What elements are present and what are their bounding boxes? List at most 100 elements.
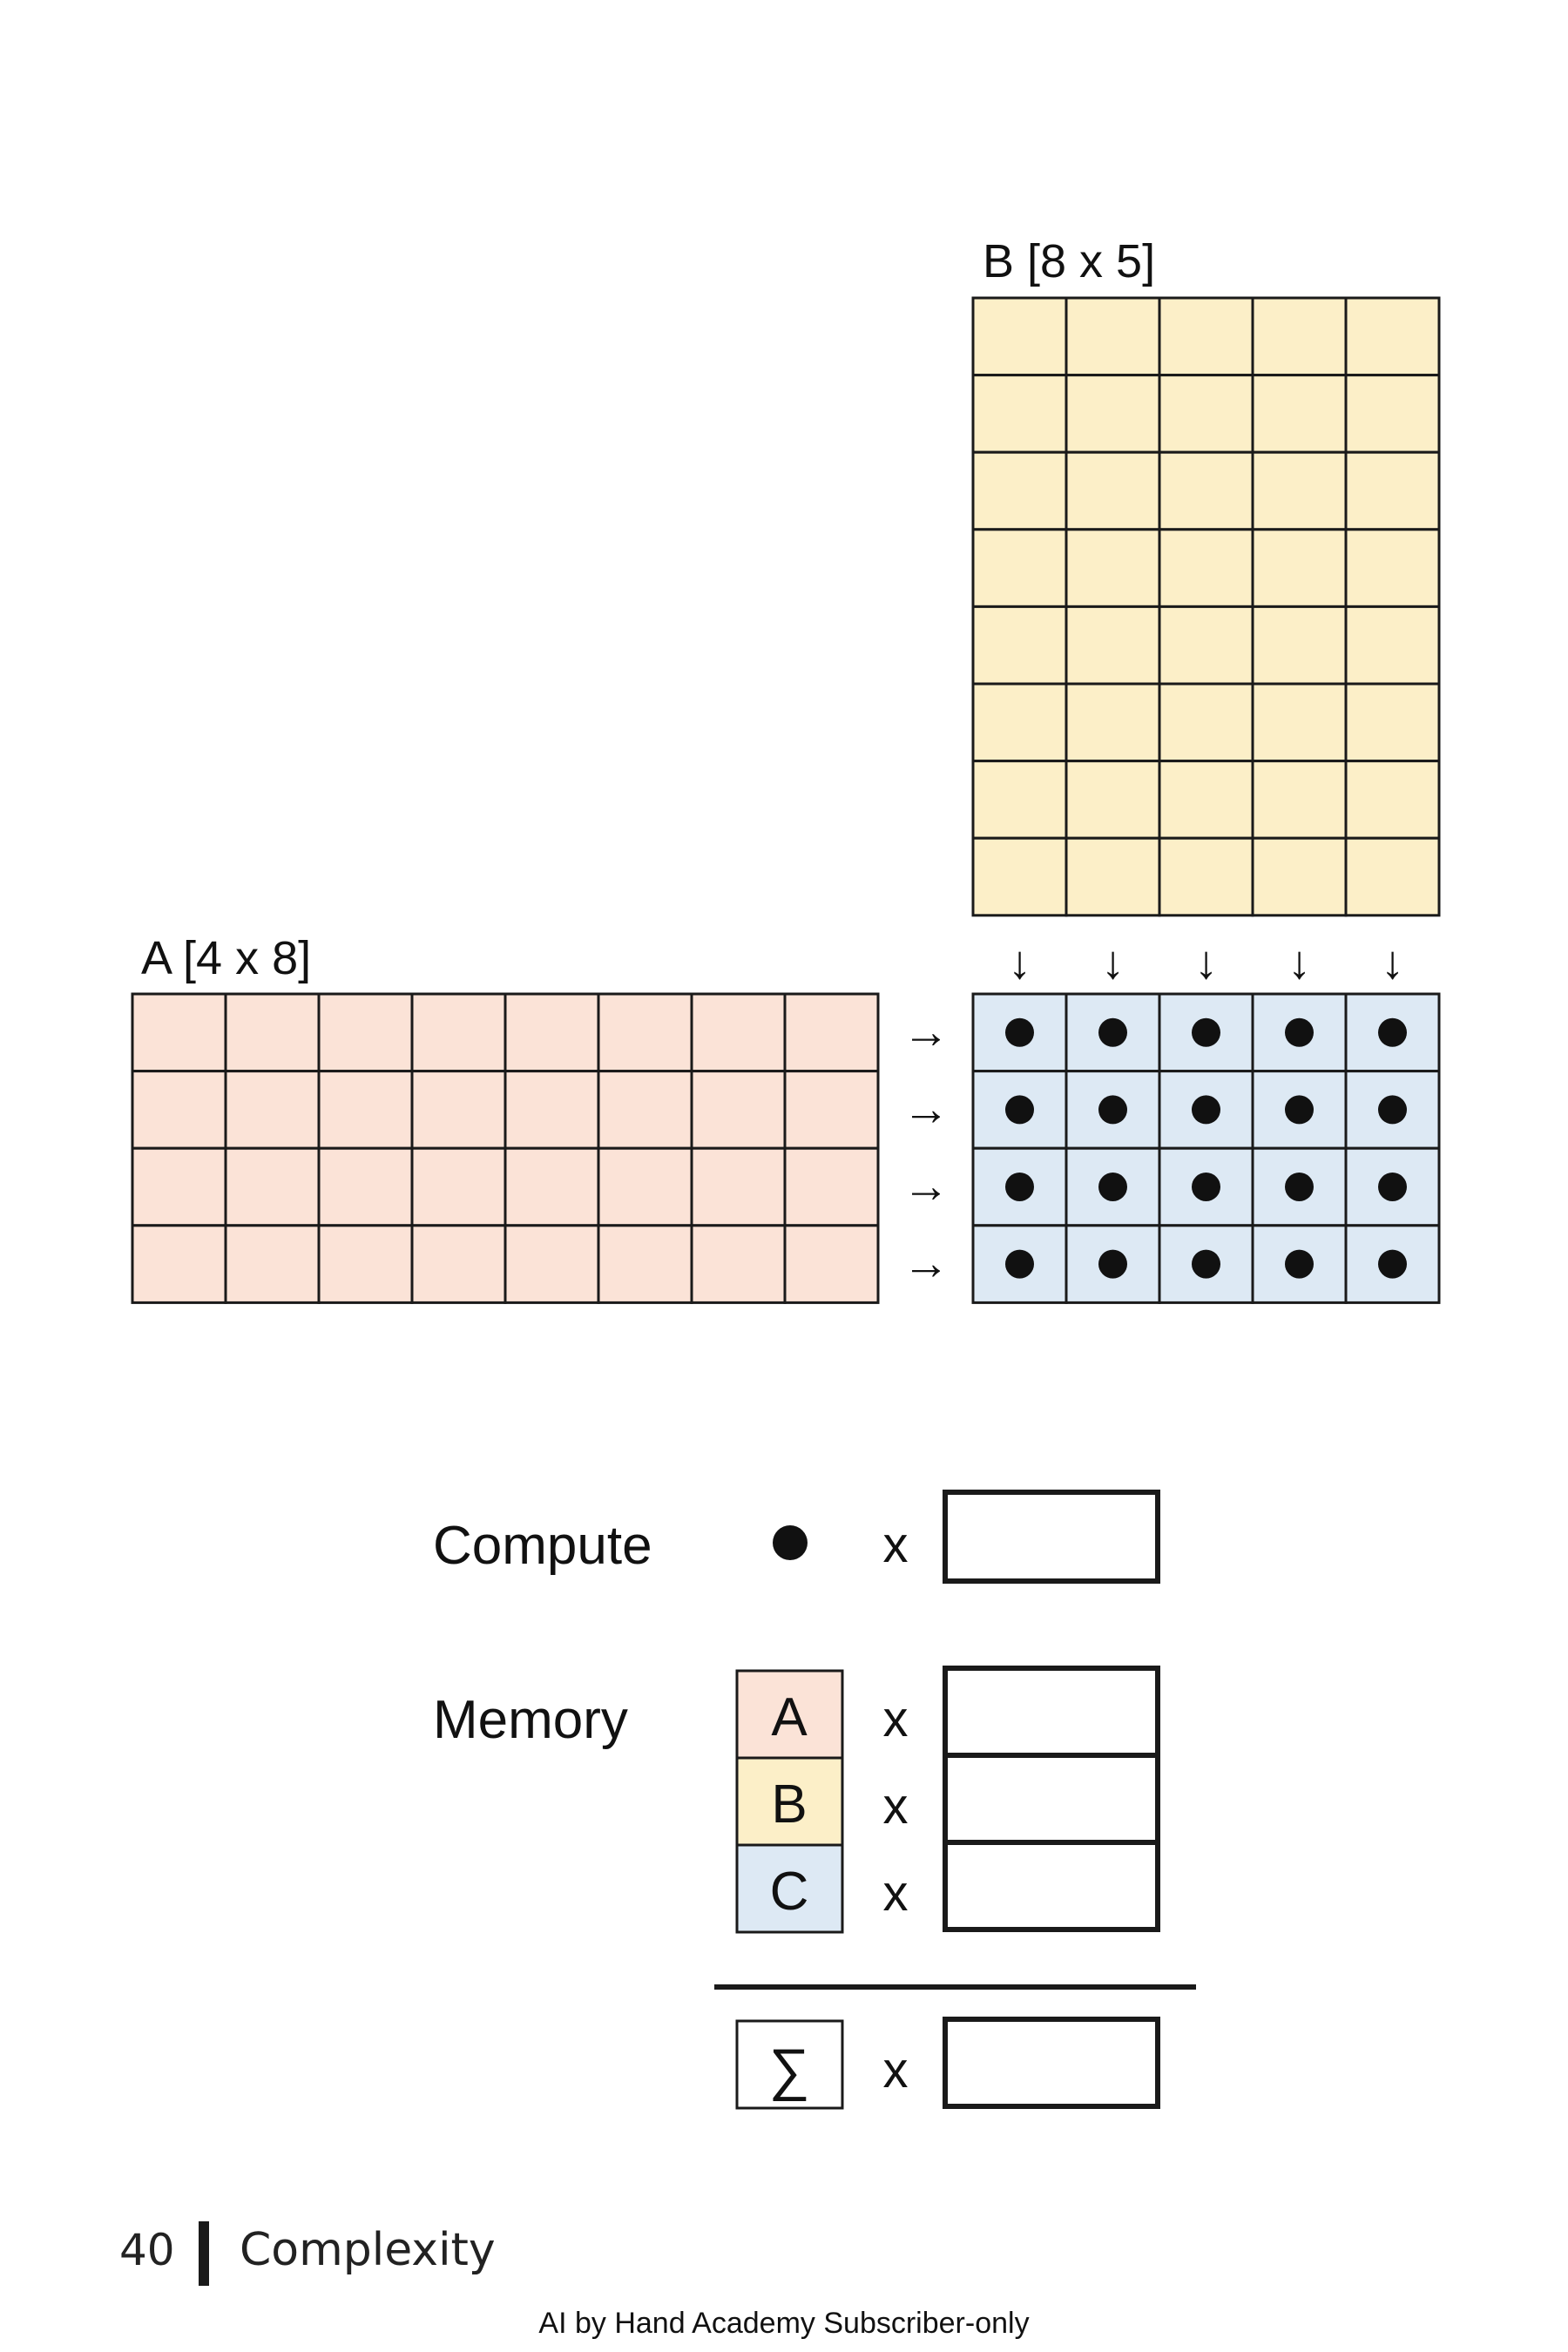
- matrix-b-cell: [971, 682, 1068, 763]
- matrix-b: B [8 x 5]: [971, 235, 1441, 917]
- dot-product-marker: [1005, 1249, 1034, 1279]
- right-arrows: →→→→: [902, 1005, 950, 1289]
- dot-product-marker: [1285, 1095, 1314, 1125]
- matrix-b-cell: [1158, 760, 1254, 840]
- matrix-c-cell: [1251, 1146, 1348, 1227]
- sum-icon: ∑: [768, 2037, 809, 2101]
- memory-a-times: x: [883, 1691, 909, 1747]
- matrix-a-cell: [783, 1224, 880, 1304]
- matrix-a-cell: [783, 992, 880, 1073]
- matrix-b-cell: [1064, 374, 1161, 454]
- dot-product-marker: [1098, 1173, 1127, 1201]
- matrix-a-cell: [783, 1146, 880, 1227]
- memory-item-b: B x: [735, 1753, 1160, 1847]
- dot-product-marker: [1378, 1017, 1407, 1047]
- dot-product-marker: [1285, 1017, 1314, 1047]
- matrix-b-cell: [1158, 450, 1254, 531]
- matrix-b-cell: [1344, 760, 1441, 840]
- down-arrow-icon: ↓: [1288, 936, 1311, 989]
- dot-product-marker: [1005, 1173, 1034, 1201]
- matrix-a-cell: [131, 1224, 227, 1304]
- dot-product-marker: [1285, 1249, 1314, 1279]
- matrix-a-cell: [410, 1224, 507, 1304]
- compute-answer-box[interactable]: [943, 1490, 1160, 1584]
- matrix-a-cell: [131, 992, 227, 1073]
- matrix-b-label: B [8 x 5]: [983, 235, 1155, 287]
- matrix-a-label: A [4 x 8]: [141, 932, 311, 984]
- section-title: Complexity: [240, 2224, 496, 2276]
- matrix-b-grid: [971, 296, 1441, 917]
- matrix-c-grid: [971, 992, 1441, 1304]
- memory-swatch-a: [735, 1669, 844, 1760]
- dot-product-marker: [1005, 1095, 1034, 1125]
- matrix-b-cell: [1344, 528, 1441, 608]
- matrix-a-cell: [504, 1224, 600, 1304]
- matrix-a-cell: [690, 992, 787, 1073]
- matrix-a-grid: [131, 992, 880, 1304]
- matrix-a: A [4 x 8]: [131, 932, 880, 1304]
- sum-symbol-box: [735, 2019, 844, 2110]
- memory-b-times: x: [883, 1778, 909, 1835]
- matrix-b-cell: [1251, 605, 1348, 686]
- matrix-b-cell: [971, 450, 1068, 531]
- compute-times: x: [883, 1517, 909, 1573]
- dot-product-marker: [1192, 1173, 1220, 1201]
- matrix-b-cell: [971, 374, 1068, 454]
- dot-product-marker: [1005, 1017, 1034, 1047]
- matrix-a-cell: [131, 1070, 227, 1150]
- matrix-a-cell: [224, 1146, 321, 1227]
- matrix-b-cell: [1251, 528, 1348, 608]
- matrix-b-cell: [1158, 296, 1254, 377]
- matrix-a-cell: [597, 1224, 693, 1304]
- memory-label: Memory: [433, 1690, 628, 1750]
- matrix-b-cell: [1251, 760, 1348, 840]
- down-arrow-icon: ↓: [1101, 936, 1125, 989]
- memory-b-answer-box[interactable]: [943, 1753, 1160, 1845]
- matrix-a-cell: [410, 1070, 507, 1150]
- right-arrow-icon: →: [902, 1237, 950, 1289]
- compute-label: Compute: [433, 1516, 652, 1576]
- matrix-b-cell: [1158, 605, 1254, 686]
- matrix-b-cell: [1251, 450, 1348, 531]
- matrix-b-cell: [1064, 682, 1161, 763]
- matrix-b-cell: [1064, 605, 1161, 686]
- dot-product-marker: [1098, 1249, 1127, 1279]
- matrix-a-cell: [410, 992, 507, 1073]
- dot-product-marker: [1192, 1017, 1220, 1047]
- matrix-a-cell: [224, 1070, 321, 1150]
- memory-swatch-c: [735, 1843, 844, 1934]
- matrix-a-cell: [317, 1070, 414, 1150]
- memory-c-times: x: [883, 1865, 909, 1922]
- matrix-a-cell: [690, 1146, 787, 1227]
- matrix-a-cell: [317, 1146, 414, 1227]
- matrix-a-cell: [597, 992, 693, 1073]
- right-arrow-icon: →: [902, 1160, 950, 1213]
- matrix-b-cell: [971, 296, 1068, 377]
- matrix-b-cell: [1344, 296, 1441, 377]
- matrix-b-cell: [1064, 450, 1161, 531]
- matrix-b-cell: [1064, 760, 1161, 840]
- matrix-b-cell: [971, 528, 1068, 608]
- sum-answer-box[interactable]: [943, 2017, 1160, 2109]
- matrix-a-cell: [224, 1224, 321, 1304]
- memory-a-answer-box[interactable]: [943, 1666, 1160, 1758]
- matrix-a-cell: [224, 992, 321, 1073]
- dot-product-marker: [1378, 1173, 1407, 1201]
- matrix-b-cell: [1251, 682, 1348, 763]
- matrix-a-cell: [504, 992, 600, 1073]
- matrix-b-cell: [1344, 450, 1441, 531]
- matrix-b-cell: [971, 605, 1068, 686]
- matrix-b-cell: [1064, 836, 1161, 917]
- matrix-a-cell: [690, 1070, 787, 1150]
- matrix-a-cell: [597, 1070, 693, 1150]
- matrix-a-cell: [317, 1224, 414, 1304]
- matrix-b-cell: [1158, 528, 1254, 608]
- matrix-b-cell: [1251, 836, 1348, 917]
- sum-row: ∑ x: [735, 2017, 1160, 2110]
- memory-c-answer-box[interactable]: [943, 1840, 1160, 1932]
- matrix-c-cell: [1158, 1070, 1254, 1150]
- footer-separator: [199, 2221, 209, 2286]
- matrix-a-cell: [410, 1146, 507, 1227]
- matrix-a-cell: [317, 992, 414, 1073]
- matrix-b-cell: [1251, 296, 1348, 377]
